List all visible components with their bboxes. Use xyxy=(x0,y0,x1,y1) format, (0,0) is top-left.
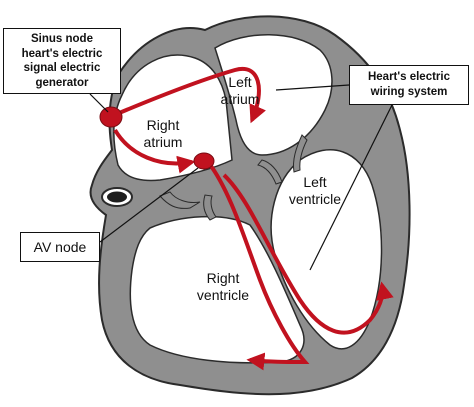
signal-path-right-ventricle xyxy=(206,160,310,371)
mitral-valve-flap-2 xyxy=(293,134,308,173)
left-atrium-line-1: Left xyxy=(228,74,252,90)
sinus-node-line-3: signal electric xyxy=(23,62,101,74)
wiring-leader-top xyxy=(275,84,350,91)
right-atrium-line-1: Right xyxy=(146,117,180,133)
av-node-callout: AV node xyxy=(20,232,100,262)
wiring-system-line-2: wiring system xyxy=(370,86,448,98)
vena-cava-hole xyxy=(107,191,127,203)
left-ventricle-line-1: Left xyxy=(303,174,327,190)
signal-path-atria xyxy=(111,66,266,124)
left-atrium-label: Left atrium xyxy=(205,74,275,108)
wiring-system-callout: Heart's electric wiring system xyxy=(349,65,469,105)
right-atrium-label: Right atrium xyxy=(128,117,198,151)
tricuspid-valve-flap xyxy=(159,191,201,209)
left-atrium-chamber xyxy=(214,34,333,156)
wiring-leader-bottom xyxy=(309,104,393,271)
av-node-leader xyxy=(99,167,199,243)
sinus-node-line-4: generator xyxy=(35,76,89,89)
right-atrium-line-2: atrium xyxy=(143,134,183,150)
septal-valve-flap xyxy=(203,194,217,221)
signal-path-av-arrow xyxy=(113,128,196,174)
right-ventricle-label: Right ventricle xyxy=(183,270,263,304)
av-node-label: AV node xyxy=(33,239,87,255)
av-node-dot xyxy=(193,152,215,170)
wiring-system-line-1: Heart's electric xyxy=(367,71,450,83)
sinus-node-dot xyxy=(99,106,123,128)
mitral-valve-flap xyxy=(257,159,283,185)
sinus-node-leader xyxy=(89,93,109,113)
left-atrium-line-2: atrium xyxy=(220,91,260,107)
right-ventricle-line-2: ventricle xyxy=(196,287,250,303)
right-atrium-chamber xyxy=(113,54,233,182)
sinus-node-line-1: Sinus node xyxy=(31,33,93,45)
signal-path-left-ventricle xyxy=(222,173,394,335)
sinus-node-callout: Sinus node heart's electric signal elect… xyxy=(3,28,121,94)
left-ventricle-line-2: ventricle xyxy=(288,191,342,207)
right-ventricle-line-1: Right xyxy=(206,270,240,286)
left-ventricle-label: Left ventricle xyxy=(275,174,355,208)
sinus-node-line-2: heart's electric xyxy=(21,47,103,60)
